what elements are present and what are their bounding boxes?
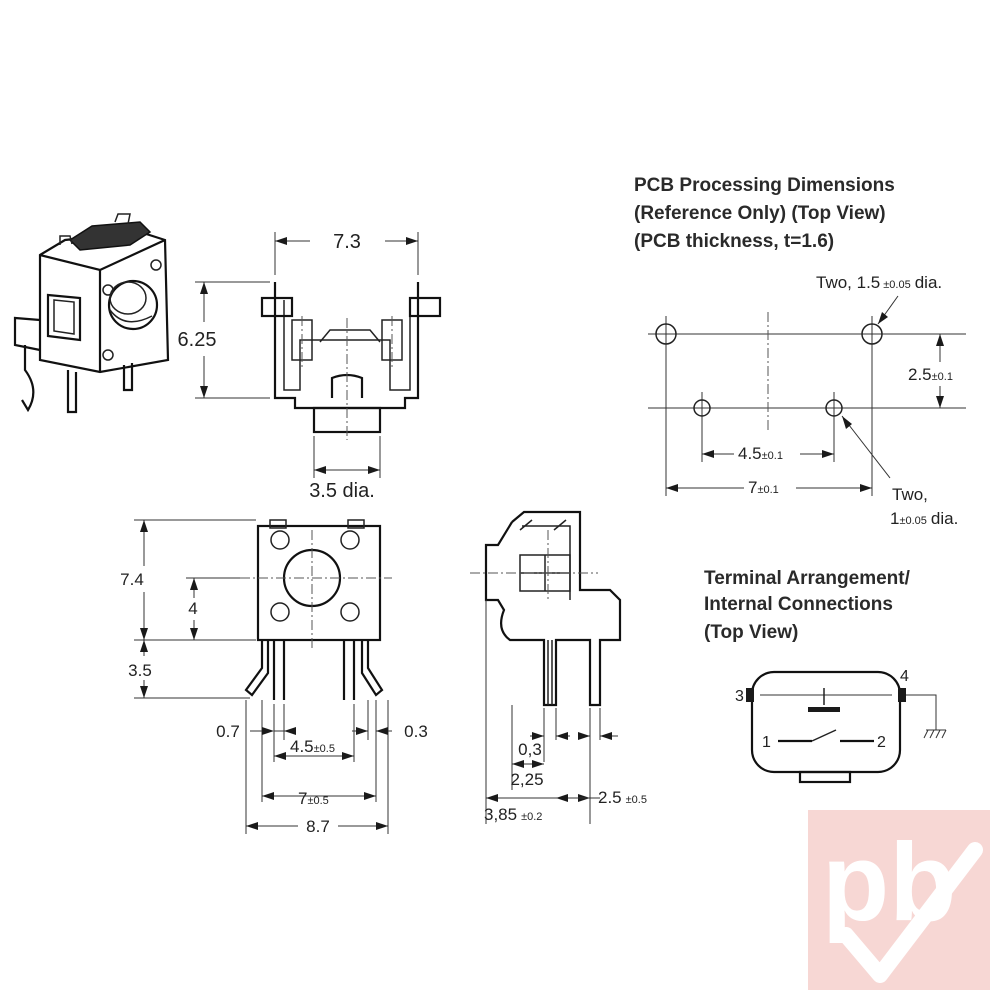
dim-front-height-inner: 4 (188, 599, 197, 618)
dim-front-pitch-inner: 4.5±0.5 (290, 737, 335, 756)
dim-side-height: 6.25 (178, 329, 217, 351)
pcb-small-hole-note-line1: Two, (892, 485, 928, 504)
terminal-arrangement-section: Terminal Arrangement/ Internal Connectio… (704, 568, 947, 784)
pcb-pitch-outer: 7±0.1 (748, 478, 779, 497)
dim-pin-width-left: 0.7 (216, 722, 240, 741)
side-view-drawing: 7.3 6.25 3.5 dia. (178, 231, 442, 502)
pcb-pitch-vertical: 2.5±0.1 (908, 365, 953, 384)
terminal-pin-3: 3 (735, 688, 744, 705)
terminal-pin-1: 1 (762, 734, 771, 751)
pcb-heading-line1: PCB Processing Dimensions (634, 175, 895, 196)
dim-pin-width-right: 0.3 (404, 722, 428, 741)
dim-front-width: 8.7 (306, 817, 330, 836)
dim-profile-offset: 2,25 (510, 770, 543, 789)
dim-side-width: 7.3 (333, 231, 361, 253)
profile-view-drawing: 0,3 2,25 3,85±0.2 2.5±0.5 (470, 510, 647, 824)
dim-front-pitch-outer: 7±0.5 (298, 789, 329, 808)
dim-profile-pin-thickness: 0,3 (518, 740, 542, 759)
dim-profile-pin-pitch: 2.5±0.5 (598, 788, 647, 807)
terminal-heading-line1: Terminal Arrangement/ (704, 568, 911, 589)
switch-isometric-illustration (13, 213, 170, 414)
terminal-heading-line3: (Top View) (704, 622, 798, 643)
checkmark-icon (838, 842, 983, 983)
dim-button-dia: 3.5 dia. (309, 480, 375, 502)
pcb-heading-line3: (PCB thickness, t=1.6) (634, 231, 834, 252)
dim-profile-depth: 3,85±0.2 (484, 805, 542, 824)
dim-front-height-total: 7.4 (120, 570, 144, 589)
pcb-layout-section: PCB Processing Dimensions (Reference Onl… (634, 175, 966, 528)
front-view-drawing: 7.4 4 3.5 0.7 0.3 4.5±0.5 7±0.5 8 (120, 519, 428, 836)
watermark-text: pb (822, 821, 956, 944)
pcb-pitch-inner: 4.5±0.1 (738, 444, 783, 463)
terminal-heading-line2: Internal Connections (704, 594, 893, 615)
terminal-pin-2: 2 (877, 734, 886, 751)
watermark-logo: pb (808, 810, 990, 990)
dim-front-pin-length: 3.5 (128, 661, 152, 680)
pcb-heading-line2: (Reference Only) (Top View) (634, 203, 886, 224)
terminal-pin-4: 4 (900, 668, 909, 685)
